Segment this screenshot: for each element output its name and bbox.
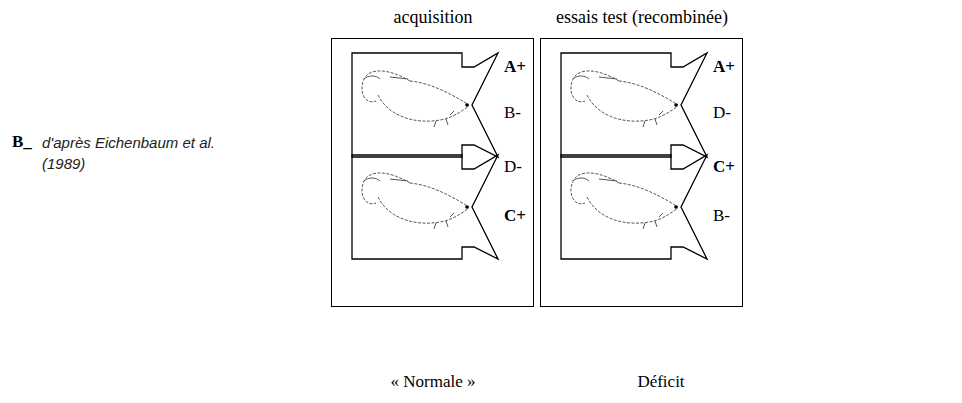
odor-label: D- (713, 103, 731, 123)
figure-letter: B_ (12, 132, 32, 152)
panel-heading: essais test (recombinée) (556, 7, 728, 28)
apparatus-box: C+ B- (559, 151, 739, 263)
odor-label: C+ (504, 206, 526, 226)
rat-detail (573, 76, 663, 127)
rat-sketch (362, 71, 469, 121)
panel-result: Déficit (637, 372, 684, 392)
rat-detail (573, 178, 663, 229)
apparatus-panel: acquisition« Normale »A+B-D-C+ (331, 38, 534, 307)
rat-nose (674, 205, 678, 209)
odor-label: D- (504, 157, 522, 177)
source-citation: d'après Eichenbaum et al. (1989) (42, 132, 242, 174)
apparatus-drawing (559, 49, 739, 161)
odor-label: A+ (713, 57, 735, 77)
apparatus-outline (561, 155, 707, 259)
apparatus-box: D- C+ (350, 151, 530, 263)
odor-label: A+ (504, 57, 526, 77)
apparatus-drawing (350, 151, 530, 263)
apparatus-outline (561, 53, 707, 157)
rat-sketch (362, 173, 469, 223)
odor-label: B- (504, 103, 521, 123)
apparatus-panel: essais test (recombinée)DéficitA+D-C+B- (540, 38, 743, 307)
apparatus-drawing (559, 151, 739, 263)
rat-nose (465, 205, 469, 209)
apparatus-outline (352, 155, 498, 259)
panel-heading: acquisition (394, 7, 473, 28)
apparatus-box: A+ B- (350, 49, 530, 161)
rat-nose (465, 103, 469, 107)
rat-detail (364, 178, 454, 229)
panel-result: « Normale » (391, 372, 476, 392)
rat-sketch (571, 71, 678, 121)
apparatus-outline (352, 53, 498, 157)
rat-nose (674, 103, 678, 107)
odor-label: B- (713, 206, 730, 226)
apparatus-box: A+ D- (559, 49, 739, 161)
odor-label: C+ (713, 157, 735, 177)
apparatus-drawing (350, 49, 530, 161)
rat-detail (364, 76, 454, 127)
rat-sketch (571, 173, 678, 223)
